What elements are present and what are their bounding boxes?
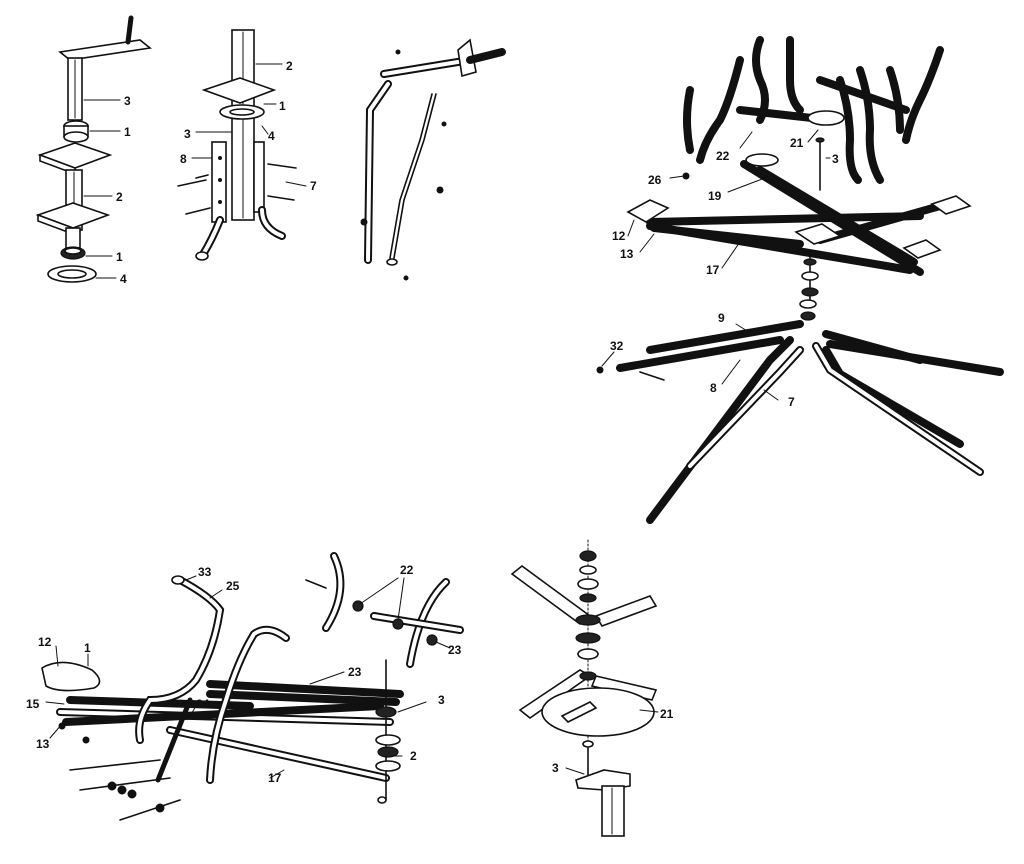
frame-exploded-callouts: 22 21 3 26 19 12 13 17 9 32 8 7 [601, 129, 839, 409]
assembly-b-callouts: 2 1 3 4 8 7 [180, 59, 317, 193]
callout-label: 8 [710, 381, 717, 395]
callout-label: 3 [832, 152, 839, 166]
callout-label: 7 [310, 179, 317, 193]
callout-label: 2 [410, 749, 417, 763]
callout-label: 22 [400, 563, 414, 577]
callout-label: 23 [448, 643, 462, 657]
callout-label: 13 [620, 247, 634, 261]
callout-label: 23 [348, 665, 362, 679]
callout-label: 24 [196, 697, 210, 711]
callout-label: 3 [552, 761, 559, 775]
frame-assembled-parts [41, 552, 464, 821]
assembly-b-tube [177, 29, 297, 261]
callout-label: 2 [116, 190, 123, 204]
callout-label: 17 [706, 263, 720, 277]
frame-exploded-upper-rods [682, 36, 944, 191]
hub-assembly-parts [510, 539, 658, 837]
callout-label: 4 [120, 272, 127, 286]
callout-label: 32 [610, 339, 624, 353]
callout-label: 15 [26, 697, 40, 711]
callout-label: 21 [660, 707, 674, 721]
callout-label: 8 [180, 152, 187, 166]
callout-label: 22 [716, 149, 730, 163]
callout-label: 26 [648, 173, 662, 187]
frame-exploded-star-frame [626, 160, 972, 321]
callout-label: 3 [184, 127, 191, 141]
callout-label: 33 [198, 565, 212, 579]
callout-label: 2 [286, 59, 293, 73]
callout-label: 12 [38, 635, 52, 649]
callout-label: 19 [708, 189, 722, 203]
callout-label: 3 [438, 693, 445, 707]
callout-label: 21 [790, 136, 804, 150]
assembly-a-stand [35, 15, 152, 283]
frame-exploded-lower-legs [596, 320, 1004, 524]
assembly-a-callouts: 3 1 2 1 4 [83, 94, 131, 286]
callout-label: 4 [268, 129, 275, 143]
callout-label: 12 [612, 229, 626, 243]
callout-label: 1 [124, 125, 131, 139]
callout-label: 9 [718, 311, 725, 325]
callout-label: 13 [36, 737, 50, 751]
frame-assembled-callouts: 33 25 22 23 12 1 15 13 24 23 3 2 17 [26, 563, 462, 785]
callout-label: 7 [788, 395, 795, 409]
callout-label: 1 [279, 99, 286, 113]
assembly-c-handle [360, 38, 506, 281]
callout-label: 1 [116, 250, 123, 264]
callout-label: 3 [124, 94, 131, 108]
callout-label: 1 [84, 641, 91, 655]
hub-assembly-callouts: 21 3 [552, 707, 674, 775]
callout-label: 25 [226, 579, 240, 593]
callout-label: 17 [268, 771, 282, 785]
